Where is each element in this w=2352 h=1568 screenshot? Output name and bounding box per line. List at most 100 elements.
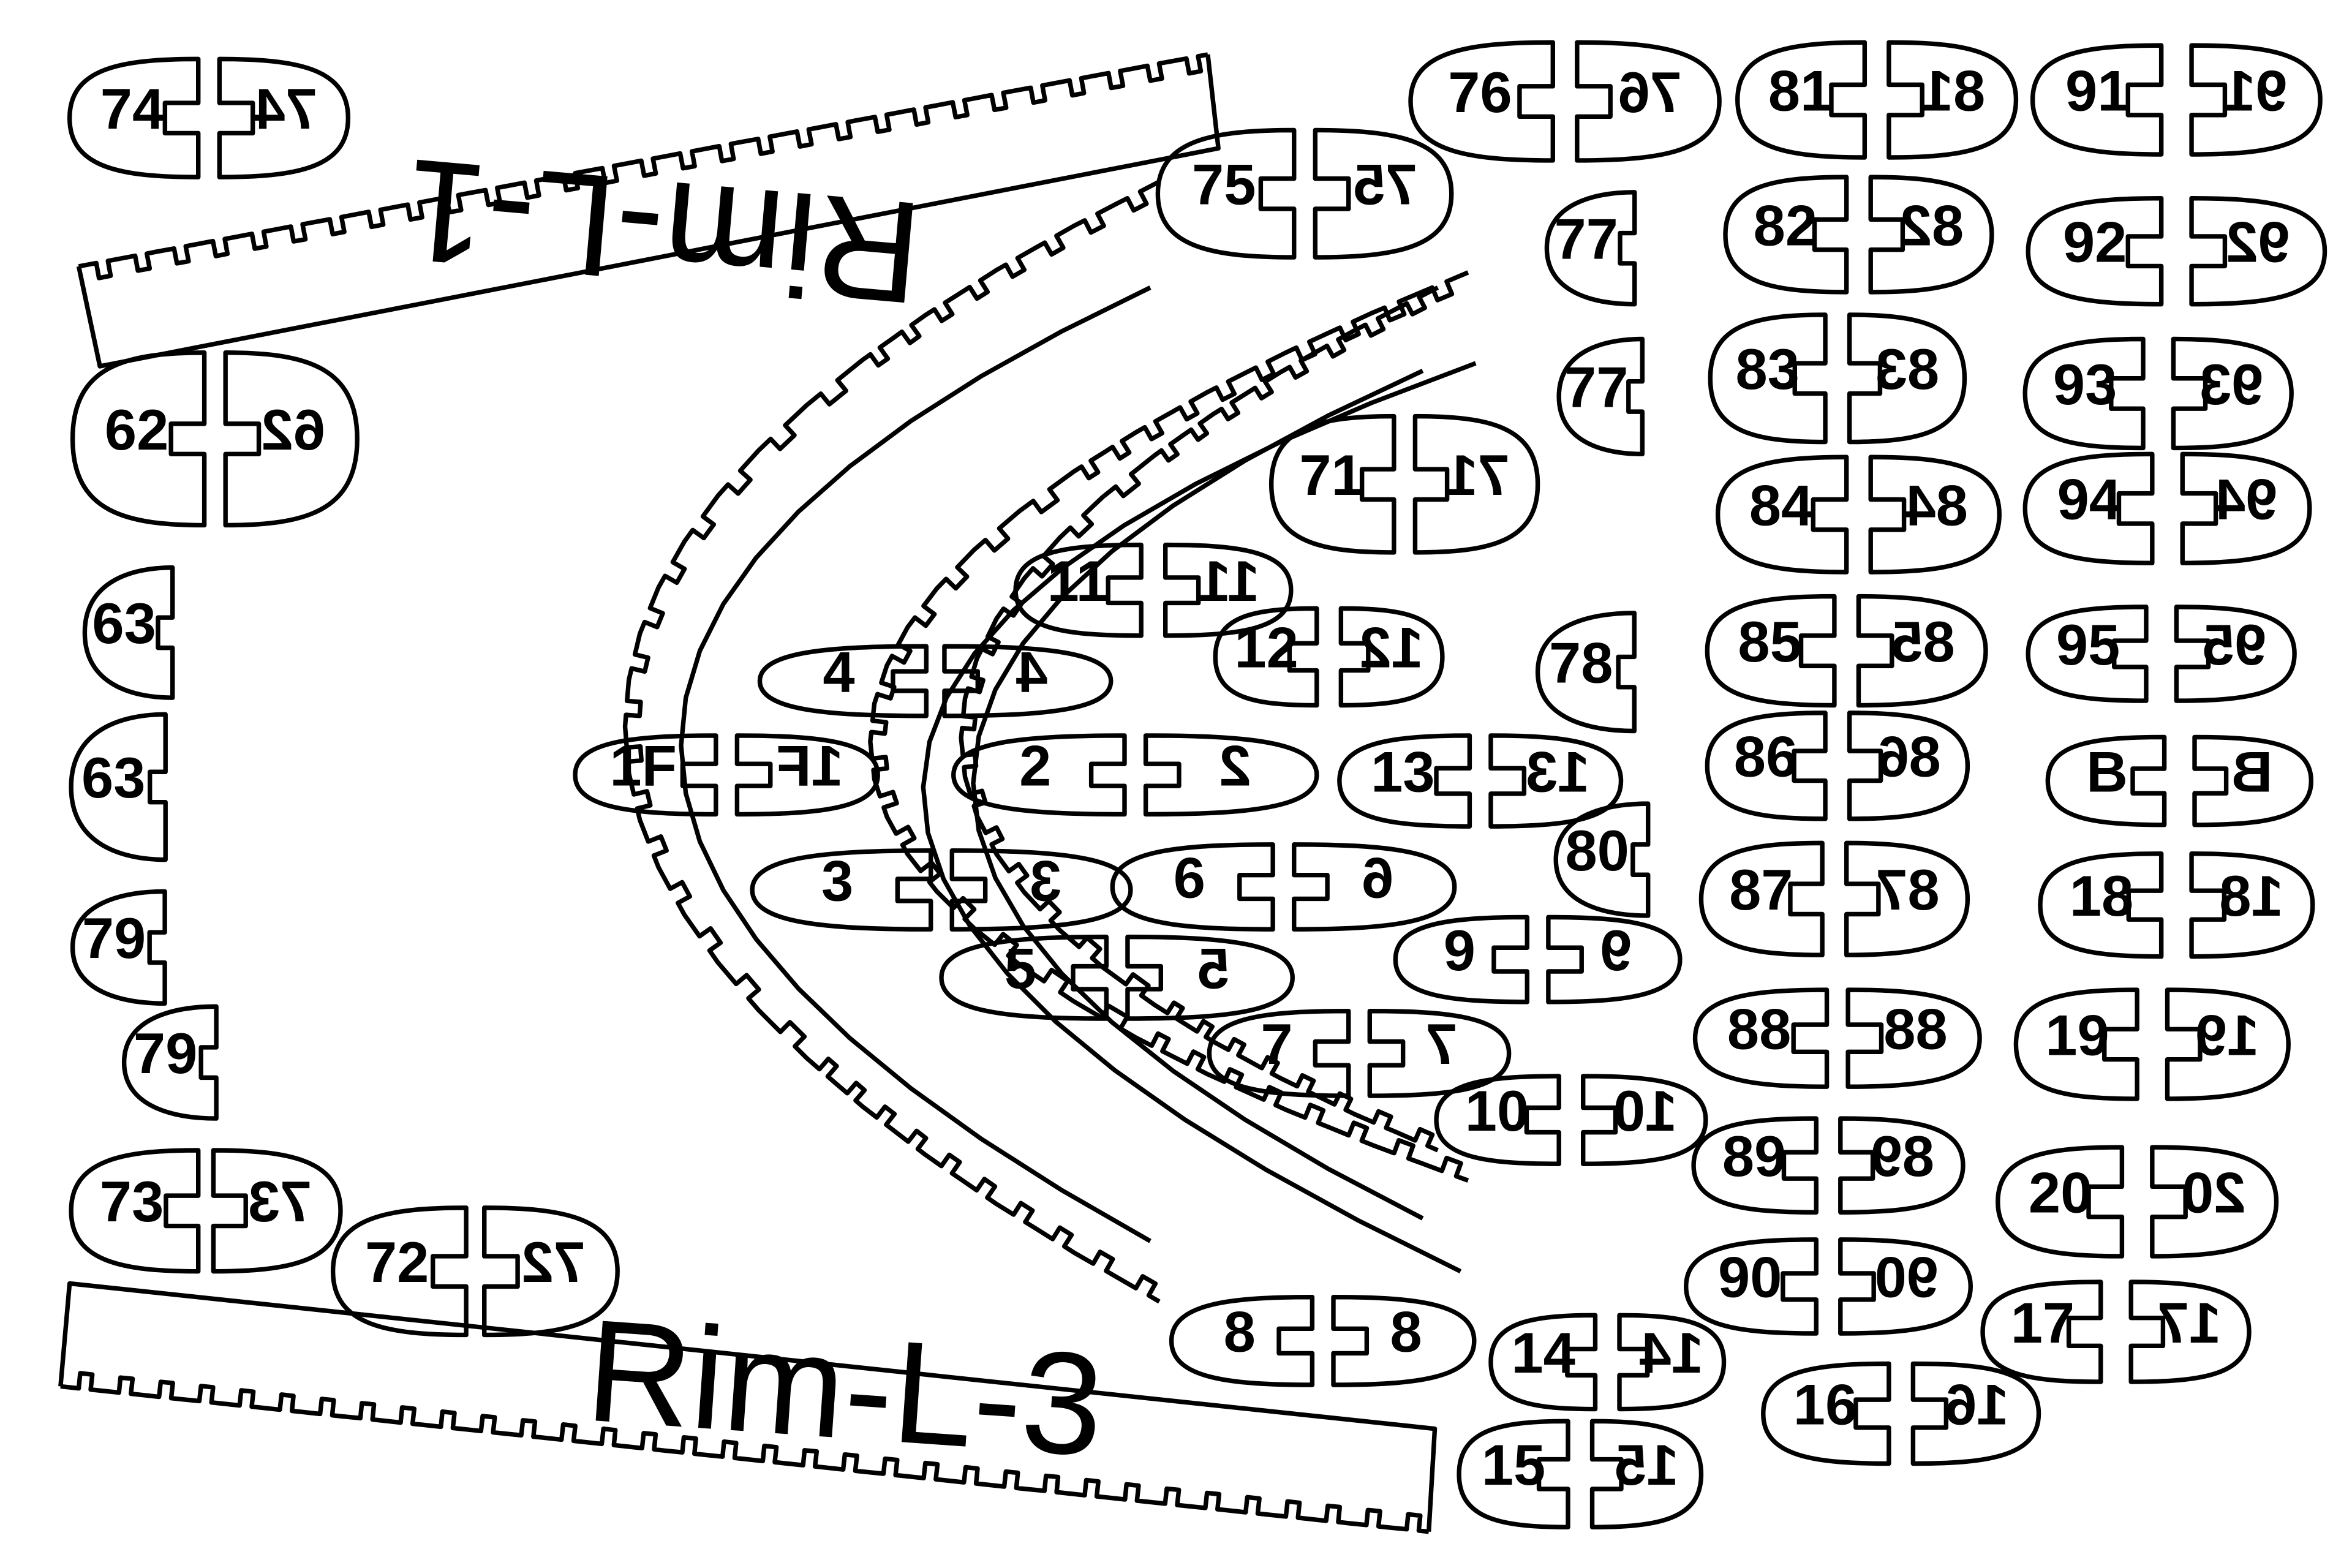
piece-label-mirrored: 2 (1219, 733, 1251, 797)
rim-curved-2-inner-edge (921, 361, 1477, 1273)
piece-half-right (1845, 987, 1982, 1089)
piece-label-mirrored: 3 (1030, 848, 1061, 913)
piece-label: 77 (1554, 207, 1618, 271)
piece-label-mirrored: 76 (1618, 60, 1681, 124)
piece-label-mirrored: 7 (1425, 1012, 1457, 1076)
piece-half-left (1698, 840, 1825, 957)
piece-half-right (734, 733, 880, 817)
piece-half-left (1723, 175, 1849, 295)
piece-label-mirrored: 83 (1875, 337, 1939, 401)
piece-half-left (1708, 312, 1828, 445)
piece-half-left (2026, 605, 2149, 703)
piece-half-left (573, 733, 718, 817)
piece-label-mirrored: 82 (1900, 193, 1964, 257)
piece-label: 10 (1465, 1079, 1529, 1143)
piece-half-right (1844, 840, 1970, 957)
piece-half-left (1337, 733, 1472, 829)
piece-half-right (223, 350, 360, 528)
piece-half-right (1838, 1237, 1973, 1336)
piece-half-left (2026, 196, 2164, 307)
piece-label: 95 (2056, 612, 2120, 677)
piece-half-right (2150, 1145, 2279, 1259)
piece-label-mirrored: 1F (776, 733, 843, 797)
piece-half-left (1169, 1294, 1315, 1387)
piece-label-mirrored: 93 (2199, 352, 2263, 417)
piece-half-left (2030, 43, 2164, 157)
piece-half-left (1110, 842, 1275, 932)
piece-label: 77 (1564, 355, 1628, 420)
piece-half-left (1761, 1361, 1891, 1466)
piece-half-right (1838, 1116, 1966, 1215)
piece-label-mirrored: 62 (261, 398, 325, 462)
piece-half-right (1331, 1294, 1477, 1387)
piece-label: 9 (1444, 918, 1476, 982)
piece-label-mirrored: 72 (521, 1230, 585, 1294)
piece-half-left (1155, 127, 1297, 260)
piece-label: 79 (134, 1021, 197, 1085)
piece-label-mirrored: 19 (2195, 1003, 2259, 1067)
piece-label: 18 (2070, 864, 2133, 928)
rim-l-1-outline (76, 54, 1221, 369)
piece-half-left (2022, 336, 2146, 451)
piece-label-mirrored: 11 (1199, 549, 1259, 613)
piece-label-mirrored: 20 (2182, 1160, 2245, 1224)
piece-single (70, 889, 167, 1006)
piece-label-mirrored: 14 (1640, 1321, 1703, 1385)
piece-half-left (70, 350, 207, 528)
piece-label: B (2086, 739, 2128, 804)
piece-label-mirrored: 81 (1921, 58, 1985, 123)
piece-half-right (2174, 605, 2297, 703)
piece-1f: 1F 1F (573, 733, 880, 817)
piece-label-mirrored: 87 (1875, 858, 1939, 922)
piece-label-mirrored: 94 (2214, 467, 2277, 532)
piece-half-left (1692, 987, 1830, 1089)
piece-label: 63 (81, 745, 145, 810)
piece-half-right (211, 1148, 343, 1274)
piece-half-right (1589, 1419, 1704, 1529)
piece-label-mirrored: B (2231, 739, 2273, 804)
rim-curved-inner-edge (679, 285, 1152, 1243)
piece-single (69, 712, 168, 862)
piece-77: 77 (1556, 336, 1645, 457)
piece-label-mirrored: 91 (2223, 58, 2287, 123)
piece-label-mirrored: 4 (1016, 639, 1048, 704)
piece-label: 3 (821, 848, 853, 913)
piece-label: 79 (82, 906, 146, 970)
piece-label: 1F (609, 733, 677, 797)
piece-half-right (2171, 336, 2294, 451)
piece-half-right (1575, 40, 1722, 163)
piece-half-right (1910, 1361, 2041, 1466)
piece-half-left (951, 733, 1127, 817)
piece-label: 16 (1793, 1372, 1857, 1436)
piece-half-left (69, 1148, 201, 1274)
piece-label: 84 (1749, 473, 1813, 537)
piece-half-left (1705, 710, 1828, 821)
piece-label-mirrored: 89 (1871, 1124, 1934, 1188)
rim-curved-outer-edge (622, 179, 1161, 1304)
piece-half-right (1546, 914, 1683, 1005)
piece-label: 71 (1299, 443, 1363, 507)
piece-label-mirrored: 16 (1945, 1372, 2008, 1436)
piece-label: 8 (1224, 1300, 1256, 1364)
piece-half-right (1292, 842, 1457, 932)
